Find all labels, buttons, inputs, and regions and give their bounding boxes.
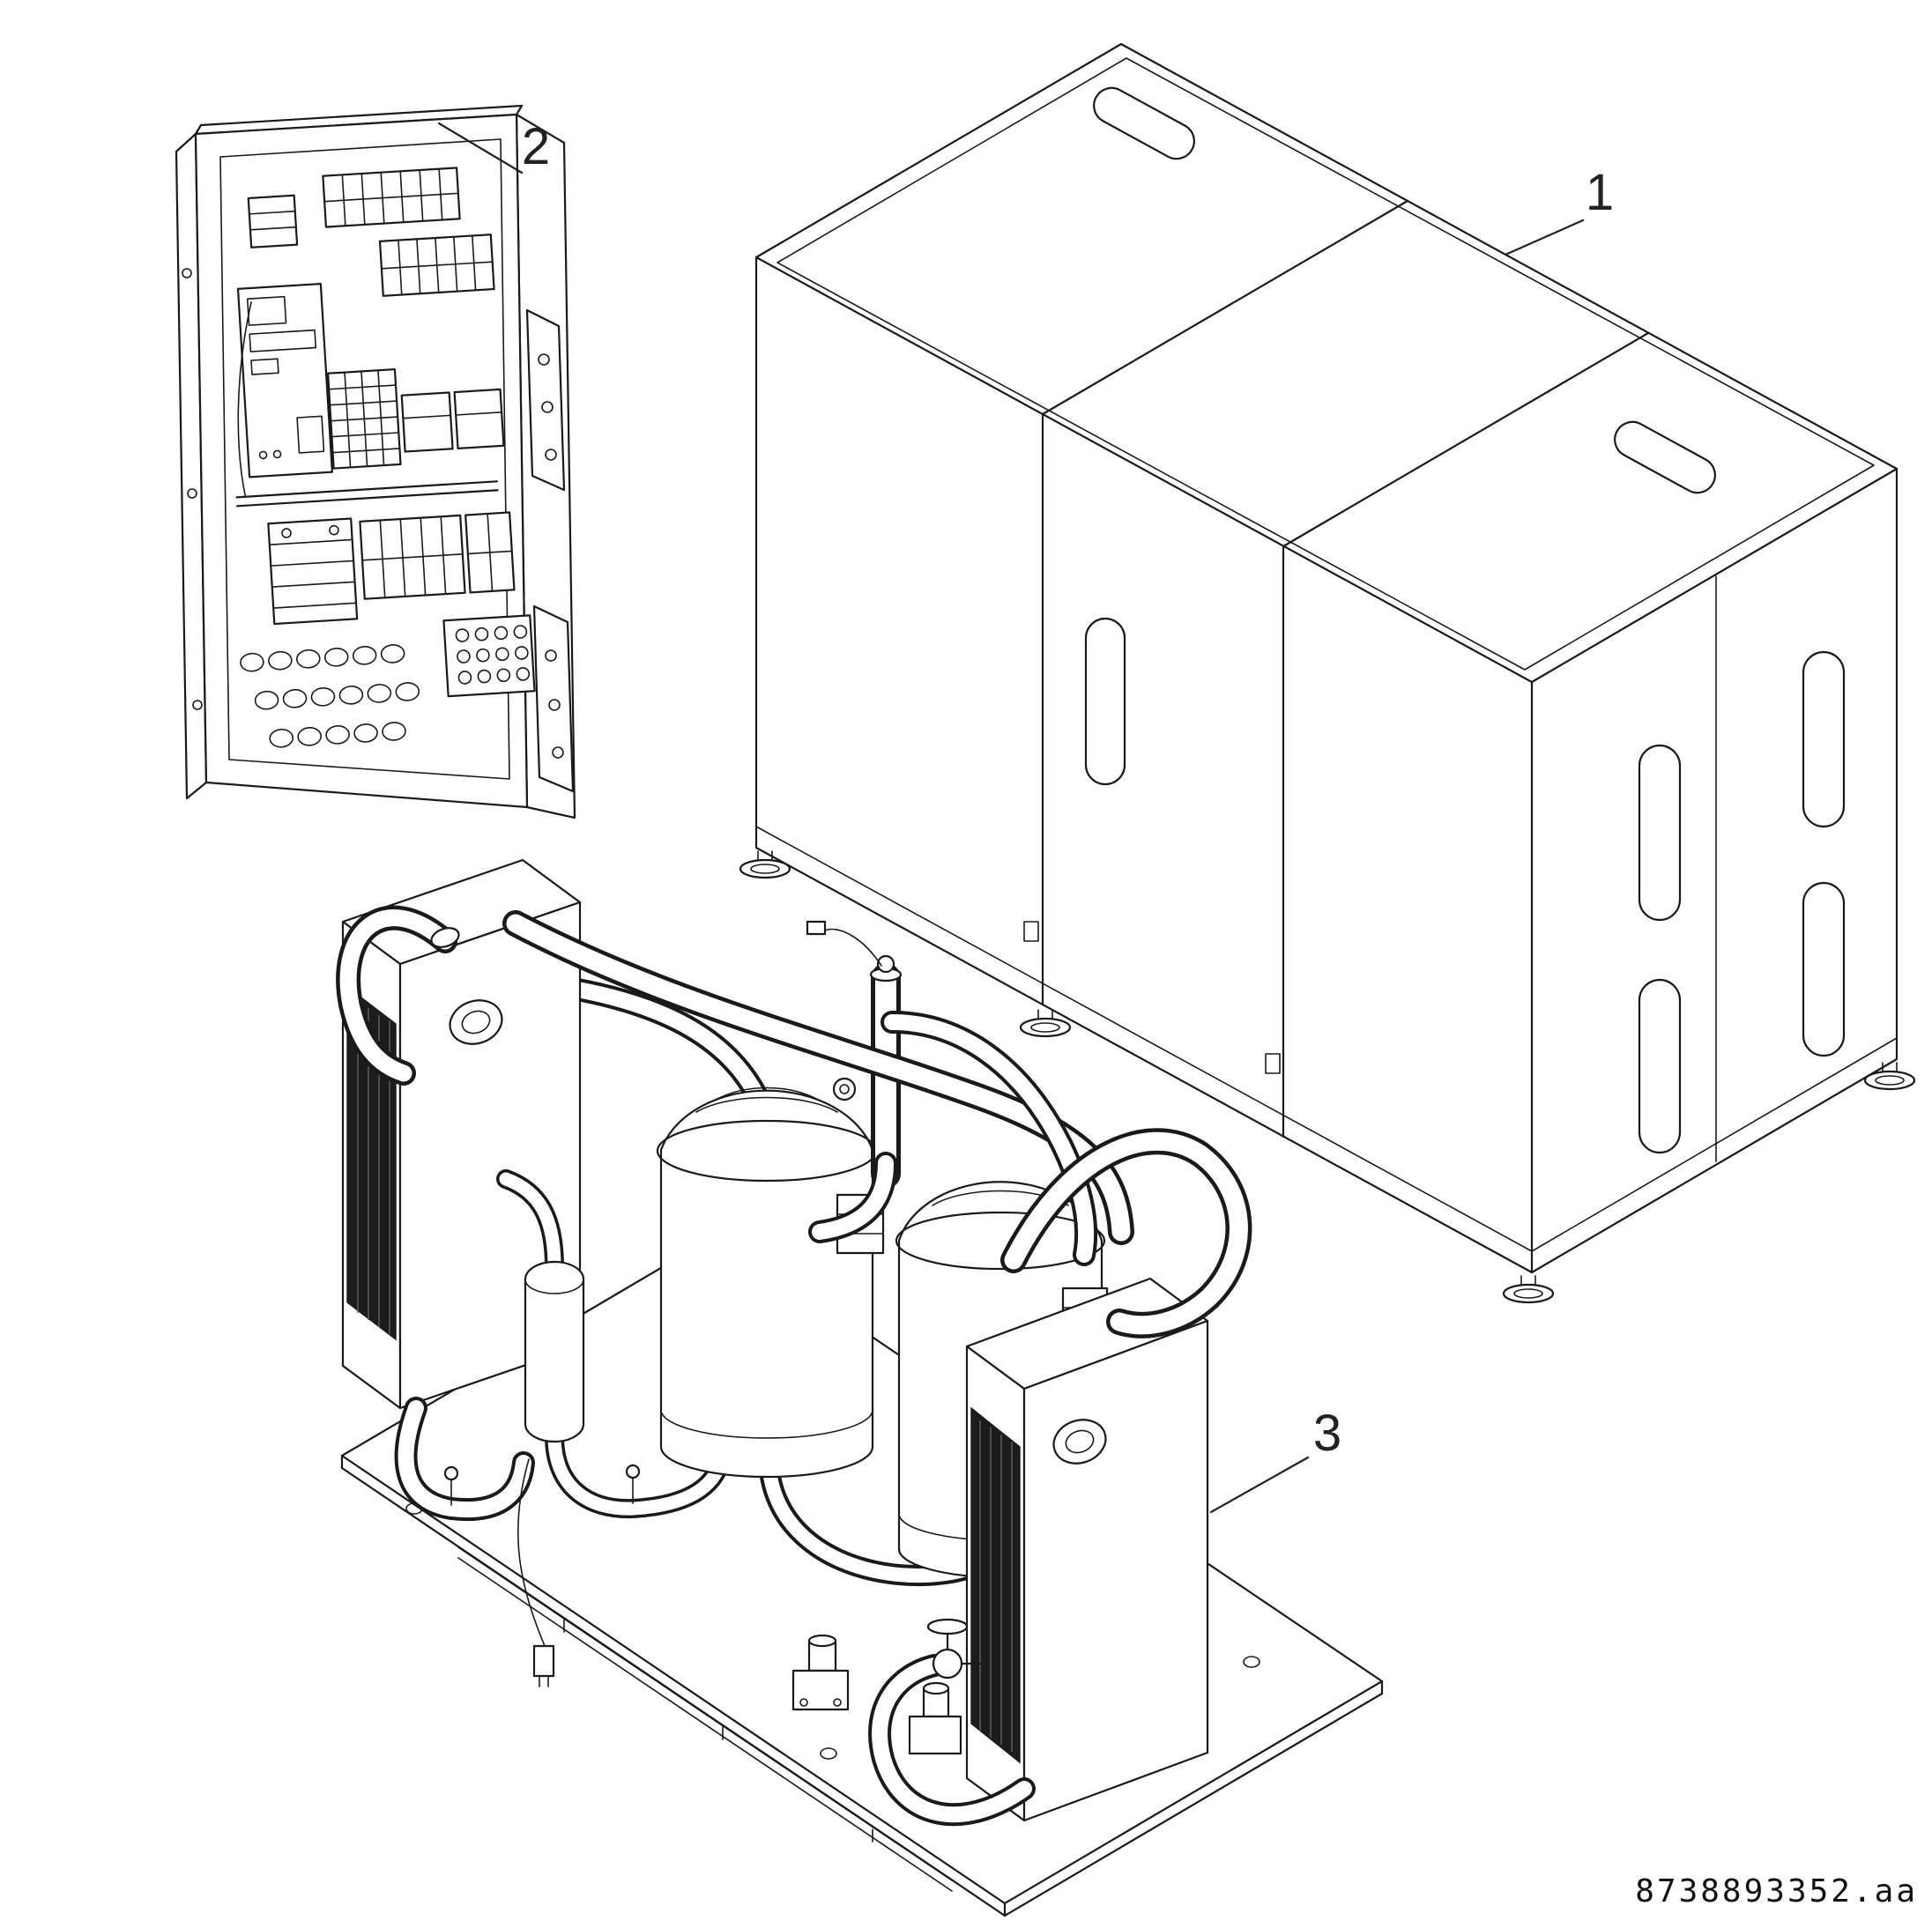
callout-2-leader-line: [437, 122, 524, 174]
multi-pin-connector: [442, 614, 536, 698]
cable-gland-plate: [240, 644, 420, 748]
filter-drier: [506, 1179, 723, 1509]
front-handle-slot-icon: [1084, 617, 1126, 786]
cabinet-roof-seams: [1041, 199, 1650, 548]
refrigerant-circuit-drawing: [341, 858, 1384, 1917]
electrical-box-drawing: [175, 104, 576, 819]
controller-pcb: [236, 282, 334, 478]
top-handle-slot-icon: [1093, 86, 1195, 160]
cabinet-foot: [1502, 1275, 1555, 1304]
sensor-connector: [806, 920, 827, 936]
side-handle-slot-icon: [1802, 650, 1846, 828]
side-handle-slot-icon: [1638, 744, 1682, 922]
relay-module: [453, 388, 505, 450]
callout-1-label: 1: [1586, 164, 1614, 221]
heat-exchanger-right: [965, 1277, 1209, 1822]
relay-module: [400, 391, 454, 453]
service-valve: [926, 1618, 982, 1680]
compressor-1: [656, 1077, 885, 1479]
callout-3-leader-line: [1209, 1456, 1310, 1514]
callout-3-label: 3: [1313, 1405, 1341, 1462]
top-handle-slot-icon: [1614, 420, 1716, 494]
cabinet-enclosure-drawing: [739, 42, 1916, 1304]
ebox-inner-panel: [219, 138, 510, 780]
solenoid-valve: [908, 1681, 962, 1755]
cabinet-outline: [754, 42, 1899, 1274]
side-handle-slot-icon: [1638, 978, 1682, 1154]
latch-mark: [1265, 1053, 1281, 1074]
relay-module: [247, 194, 299, 248]
refrigerant-piping: [348, 918, 1238, 1815]
cabinet-top-rim: [777, 57, 1875, 671]
base-rail: [457, 1546, 953, 1892]
sensor-cable: [516, 1458, 555, 1687]
cable-plug: [532, 1644, 555, 1678]
plate-stack: [970, 1406, 1021, 1764]
hx-port: [449, 999, 503, 1045]
din-rail: [235, 480, 499, 508]
schrader-valve-icon: [443, 1464, 641, 1506]
part-code-text: 8738893352.aa: [1635, 1873, 1918, 1909]
callout-1-leader-line: [1504, 219, 1585, 256]
hx-port: [1052, 1419, 1107, 1465]
callout-1: 1: [1504, 164, 1614, 256]
latch-mark: [1023, 921, 1039, 942]
heat-exchanger-left: [341, 858, 582, 1410]
callout-2: 2: [437, 118, 550, 175]
valve-handwheel: [926, 1618, 969, 1635]
solenoid-valve: [791, 1634, 850, 1711]
cabinet-foot: [739, 850, 791, 879]
cabinet-skirt: [755, 826, 1898, 1252]
transformer: [267, 517, 359, 626]
side-handle-slot-icon: [1802, 881, 1846, 1057]
cabinet-foot: [1019, 1009, 1072, 1038]
ebox-hinge-bracket: [525, 308, 566, 492]
lifting-eyelet-icon: [832, 1077, 857, 1101]
cabinet-panel-seams: [1041, 412, 1285, 1138]
callout-2-label: 2: [522, 118, 550, 175]
callout-3: 3: [1209, 1405, 1341, 1514]
cabinet-edges: [754, 256, 1899, 1274]
cabinet-foot: [1863, 1062, 1916, 1091]
suction-standpipe: [806, 920, 903, 1232]
ebox-hinge-bracket: [532, 604, 575, 793]
ebox-components: [235, 167, 536, 748]
